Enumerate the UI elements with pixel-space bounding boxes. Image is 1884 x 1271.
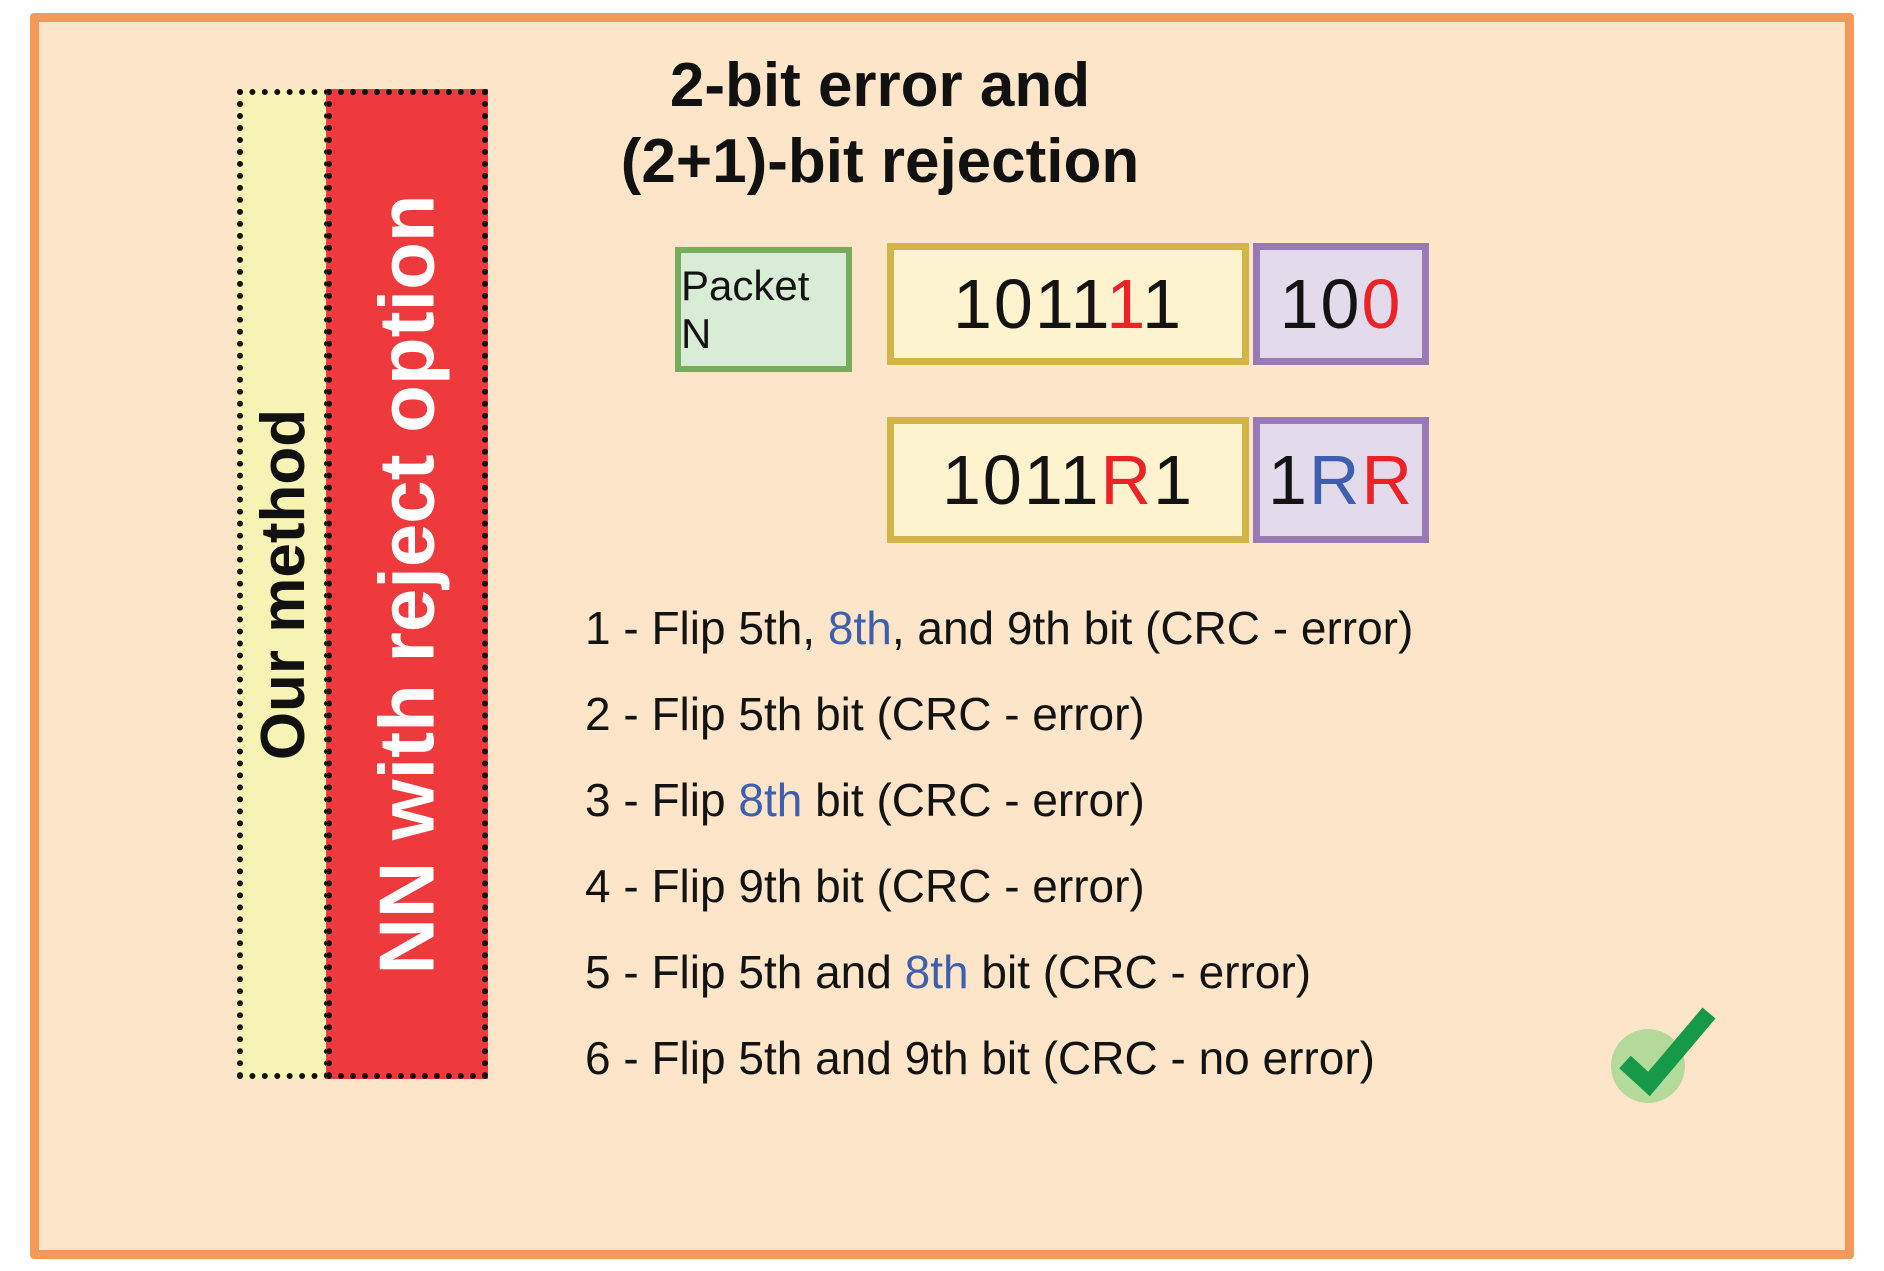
step-6-text: 6 - Flip 5th and 9th bit (CRC - no error… <box>585 1032 1375 1084</box>
data-bits-box-row1: 101111 <box>887 243 1249 365</box>
list-item: 1 - Flip 5th, 8th, and 9th bit (CRC - er… <box>585 585 1685 671</box>
list-item: 5 - Flip 5th and 8th bit (CRC - error) <box>585 929 1685 1015</box>
step-3-text: 3 - Flip 8th bit (CRC - error) <box>585 774 1145 826</box>
crc-bits-box-row2: 1RR <box>1253 417 1429 543</box>
step-5-text: 5 - Flip 5th and 8th bit (CRC - error) <box>585 946 1312 998</box>
success-check-icon <box>1611 1007 1716 1103</box>
our-method-bar: Our method <box>237 89 330 1079</box>
list-item: 3 - Flip 8th bit (CRC - error) <box>585 757 1685 843</box>
packet-box: Packet N <box>675 247 852 372</box>
nn-reject-option-bar: NN with reject option <box>326 89 488 1079</box>
list-item: 2 - Flip 5th bit (CRC - error) <box>585 671 1685 757</box>
data-bits-row1: 101111 <box>952 265 1184 343</box>
nn-reject-option-label: NN with reject option <box>362 194 451 974</box>
flip-steps-list: 1 - Flip 5th, 8th, and 9th bit (CRC - er… <box>585 585 1685 1101</box>
title-line-1: 2-bit error and <box>669 51 1091 120</box>
title-line-2: (2+1)-bit rejection <box>620 126 1140 196</box>
step-4-text: 4 - Flip 9th bit (CRC - error) <box>585 860 1145 912</box>
crc-bits-row2: 1RR <box>1267 441 1415 519</box>
data-bits-box-row2: 1011R1 <box>887 417 1249 543</box>
crc-bits-row1: 100 <box>1279 265 1403 343</box>
data-bits-row2: 1011R1 <box>941 441 1195 519</box>
step-2-text: 2 - Flip 5th bit (CRC - error) <box>585 688 1145 740</box>
figure-title: 2-bit error and (2+1)-bit rejection <box>540 48 1220 199</box>
crc-bits-box-row1: 100 <box>1253 243 1429 365</box>
our-method-label: Our method <box>249 408 319 760</box>
packet-label: Packet N <box>681 261 810 357</box>
step-1-text: 1 - Flip 5th, 8th, and 9th bit (CRC - er… <box>585 602 1414 654</box>
list-item: 4 - Flip 9th bit (CRC - error) <box>585 843 1685 929</box>
list-item: 6 - Flip 5th and 9th bit (CRC - no error… <box>585 1015 1685 1101</box>
